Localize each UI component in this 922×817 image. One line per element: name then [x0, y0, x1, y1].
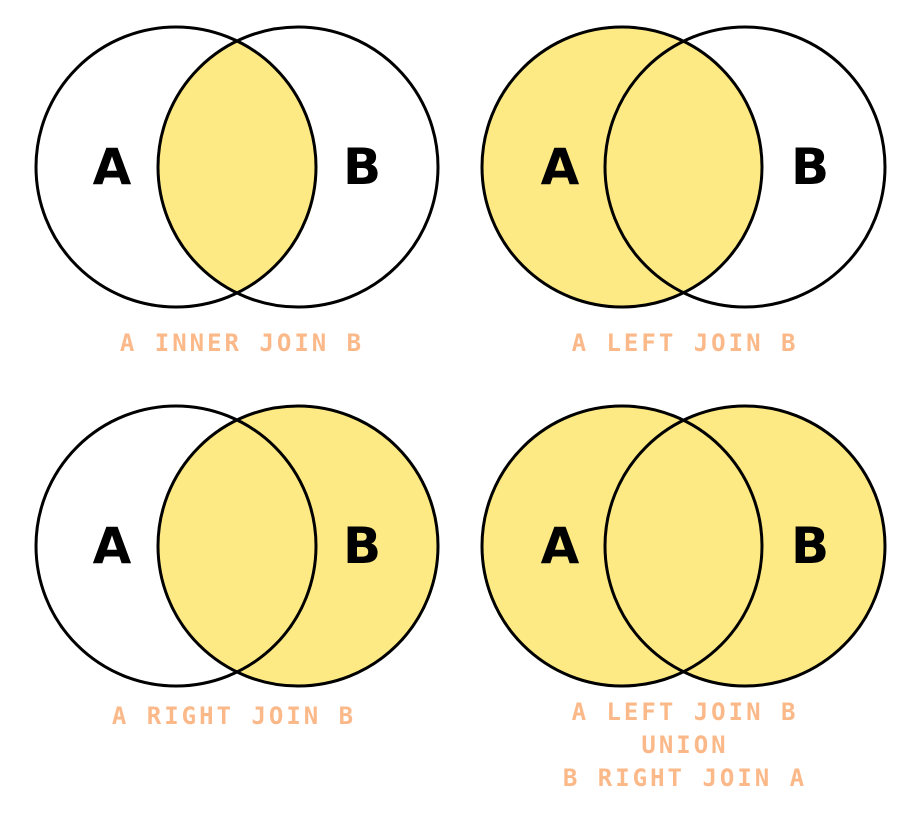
set-b-fill: [605, 406, 885, 686]
set-a-label: A: [541, 517, 580, 575]
caption-right-join: A RIGHT JOIN B: [34, 700, 434, 733]
venn-inner-join: A B: [34, 25, 440, 309]
set-b-circle: [603, 25, 887, 309]
set-b-fill: [158, 406, 438, 686]
venn-right-join: A B: [34, 404, 440, 688]
caption-inner-join: A INNER JOIN B: [42, 327, 442, 360]
set-b-label: B: [343, 517, 381, 575]
set-a-circle: [34, 404, 318, 688]
set-b-label: B: [343, 138, 381, 196]
caption-full-union: A LEFT JOIN B UNION B RIGHT JOIN A: [485, 696, 885, 795]
caption-line: UNION: [641, 731, 729, 759]
set-a-label: A: [93, 517, 132, 575]
caption-line: B RIGHT JOIN A: [562, 764, 808, 792]
set-b-circle: [156, 404, 440, 688]
caption-line: A RIGHT JOIN B: [111, 702, 357, 730]
venn-left-join: A B: [480, 25, 887, 309]
set-a-circle: [480, 404, 764, 688]
caption-line: A INNER JOIN B: [119, 329, 365, 357]
caption-line: A LEFT JOIN B: [571, 698, 799, 726]
caption-line: A LEFT JOIN B: [571, 329, 799, 357]
intersection-fill: [158, 27, 316, 307]
set-b-circle: [156, 25, 440, 309]
set-a-label: A: [541, 138, 580, 196]
set-b-label: B: [791, 517, 829, 575]
set-a-circle: [34, 25, 318, 309]
set-a-circle: [480, 25, 764, 309]
venn-full-union: A B: [480, 404, 887, 688]
set-a-fill: [482, 27, 762, 307]
set-b-circle: [603, 404, 887, 688]
caption-left-join: A LEFT JOIN B: [485, 327, 885, 360]
set-a-label: A: [93, 138, 132, 196]
set-b-label: B: [791, 138, 829, 196]
